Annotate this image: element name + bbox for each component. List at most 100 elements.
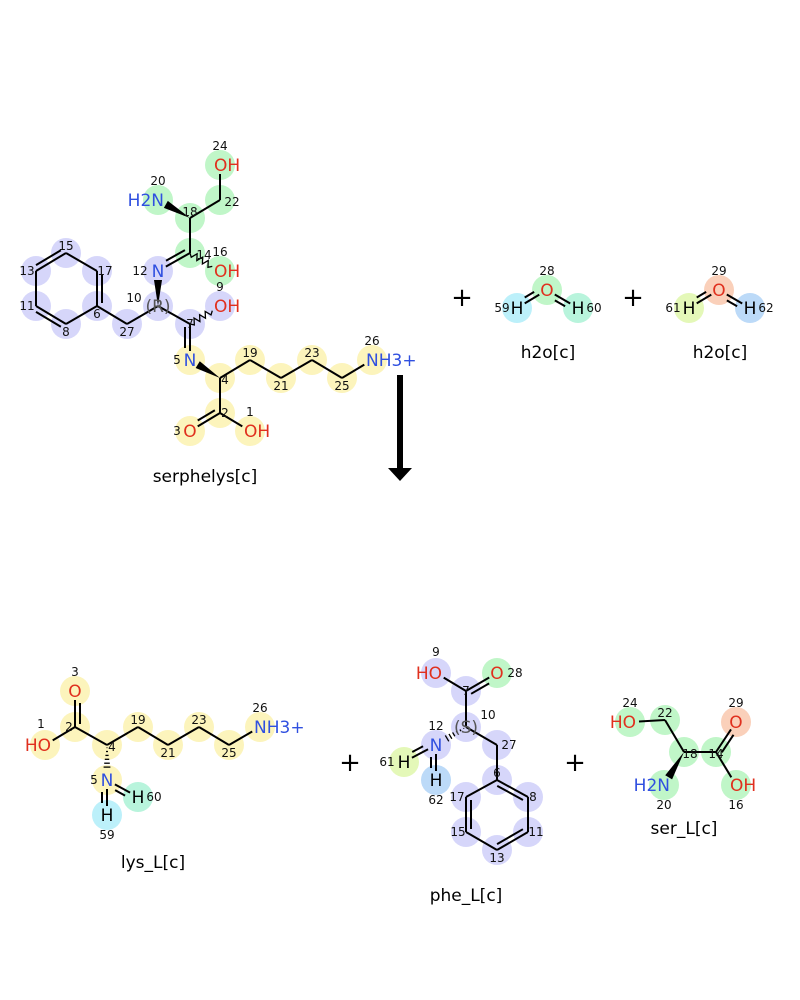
atom-number: 21 (160, 746, 175, 760)
double-bond-line (411, 745, 424, 753)
single-bond (715, 751, 733, 778)
atom-label: (S) (454, 718, 478, 738)
atom-number: 13 (19, 264, 34, 278)
hash-bond (448, 733, 453, 740)
atom-highlight (205, 291, 235, 321)
single-bond (165, 252, 191, 268)
single-bond (411, 748, 429, 759)
atom-highlight (92, 765, 122, 795)
atom-number: 24 (212, 139, 227, 153)
atom-number: 26 (252, 701, 267, 715)
double-bond-line (726, 299, 738, 308)
atom-number: 17 (97, 264, 112, 278)
reaction-arrow (388, 375, 412, 481)
atom-number: 2 (65, 720, 73, 734)
atom-label: NH3+ (366, 351, 417, 371)
single-bond (496, 831, 529, 851)
single-bond (198, 726, 230, 746)
atom-label: O (68, 682, 81, 702)
atom-label: OH (214, 262, 240, 282)
atom-number: 8 (529, 790, 537, 804)
hash-bond (459, 729, 462, 732)
atom-label: HO (416, 664, 442, 684)
atom-label: H2N (634, 776, 670, 796)
wedge-bond (163, 200, 190, 218)
atom-number: 14 (708, 747, 723, 761)
atom-label: H (398, 753, 411, 773)
atom-number: 6 (93, 307, 101, 321)
atom-number: 9 (216, 280, 224, 294)
single-bond (65, 252, 98, 272)
atom-number: 62 (758, 301, 773, 315)
single-bond (341, 363, 365, 379)
atom-label: O (183, 422, 196, 442)
atom-number: 3 (71, 665, 79, 679)
atom-highlight (92, 800, 122, 830)
atom-highlight (421, 730, 451, 760)
atom-highlight (532, 275, 562, 305)
molecule-name-h2o: h2o[c] (521, 343, 576, 363)
atom-number: 25 (334, 379, 349, 393)
atom-number: 60 (586, 301, 601, 315)
double-bond-line (197, 409, 216, 422)
double-bond-line (114, 789, 126, 797)
double-bond-line (470, 682, 490, 695)
atom-number: 10 (126, 291, 141, 305)
atom-label: H (511, 299, 524, 319)
double-bond-line (496, 828, 524, 846)
double-bond-line (35, 249, 62, 267)
atom-label: O (729, 713, 742, 733)
atom-highlight (721, 707, 751, 737)
atom-number: 27 (501, 738, 516, 752)
atom-number: 7 (186, 317, 194, 331)
atom-highlight (563, 293, 593, 323)
atom-number: 15 (58, 239, 73, 253)
atom-number: 13 (489, 851, 504, 865)
atom-label: HO (610, 713, 636, 733)
atom-highlight (615, 707, 645, 737)
single-bond (35, 305, 67, 325)
atom-label: O (712, 281, 725, 301)
atom-number: 20 (150, 174, 165, 188)
atom-number: 4 (108, 740, 116, 754)
atom-highlight (421, 658, 451, 688)
atom-number: 21 (273, 379, 288, 393)
single-bond (554, 293, 571, 305)
atom-number: 16 (728, 798, 743, 812)
atom-number: 15 (450, 825, 465, 839)
atom-number: 8 (62, 325, 70, 339)
atom-number: 59 (99, 828, 114, 842)
atom-label: H (101, 806, 114, 826)
atom-number: 20 (656, 798, 671, 812)
atom-number: 28 (507, 666, 522, 680)
single-bond (465, 726, 498, 746)
wedge-bond (195, 361, 220, 378)
atom-label: O (540, 281, 553, 301)
atom-number: 62 (428, 793, 443, 807)
atom-label: OH (214, 297, 240, 317)
atom-label: N (430, 736, 443, 756)
wedge-bond (665, 752, 684, 780)
atom-number: 9 (432, 645, 440, 659)
single-bond (638, 719, 666, 723)
atom-label: NH3+ (254, 718, 305, 738)
atom-highlight (735, 293, 765, 323)
atom-highlight (421, 765, 451, 795)
single-bond (696, 293, 712, 305)
double-bond-line (720, 734, 735, 753)
single-bond (197, 412, 221, 428)
wavy-bond (189, 310, 213, 326)
atom-number: 26 (364, 334, 379, 348)
atom-label: H2N (128, 191, 164, 211)
single-bond (465, 779, 498, 798)
atom-highlight (235, 416, 265, 446)
atom-number: 27 (119, 325, 134, 339)
atom-number: 59 (494, 301, 509, 315)
single-bond (524, 293, 540, 305)
single-bond (114, 783, 131, 794)
single-bond (96, 305, 128, 325)
